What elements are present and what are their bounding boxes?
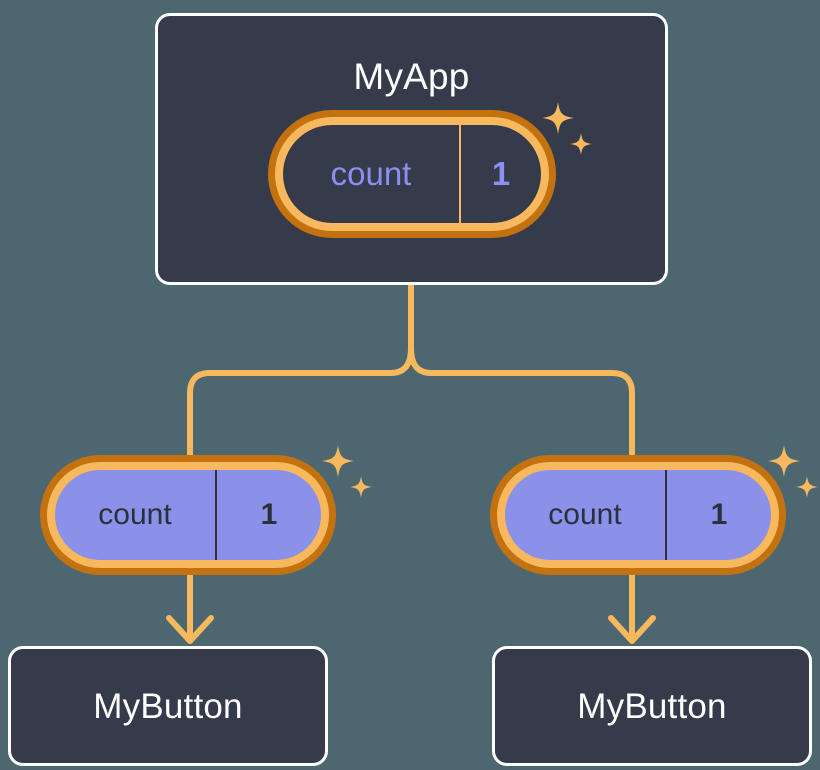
state-pill-band: count 1 [47, 462, 329, 568]
state-pill-band: count 1 [497, 462, 779, 568]
state-pill-key: count [98, 498, 172, 531]
state-pill-divider [459, 125, 461, 223]
state-pill-key: count [330, 155, 412, 192]
state-pill-value: 1 [260, 498, 278, 531]
component-card-mybutton-left[interactable]: MyButton [8, 646, 328, 766]
state-pill-value: 1 [710, 498, 728, 531]
connector-arrow-right-head [608, 615, 656, 644]
connector-branch-left [187, 345, 414, 465]
connector-arrow-left-head [166, 615, 214, 644]
state-pill-inner: count 1 [55, 470, 321, 560]
state-pill-value: 1 [491, 155, 511, 192]
state-pill-inner: count 1 [505, 470, 771, 560]
component-card-label: MyButton [577, 687, 727, 726]
state-pill-divider [665, 470, 667, 560]
state-pill-child-right[interactable]: count 1 [490, 455, 786, 575]
state-pill-divider [215, 470, 217, 560]
page-title: MyApp [353, 56, 470, 97]
connector-branch-right [408, 345, 635, 465]
state-pill-key: count [548, 498, 622, 531]
component-card-mybutton-right[interactable]: MyButton [492, 646, 812, 766]
state-pill-child-left[interactable]: count 1 [40, 455, 336, 575]
state-pill-band: count 1 [275, 117, 549, 231]
component-card-label: MyButton [93, 687, 243, 726]
state-pill-myapp[interactable]: count 1 [268, 110, 556, 238]
state-pill-inner: count 1 [283, 125, 541, 223]
